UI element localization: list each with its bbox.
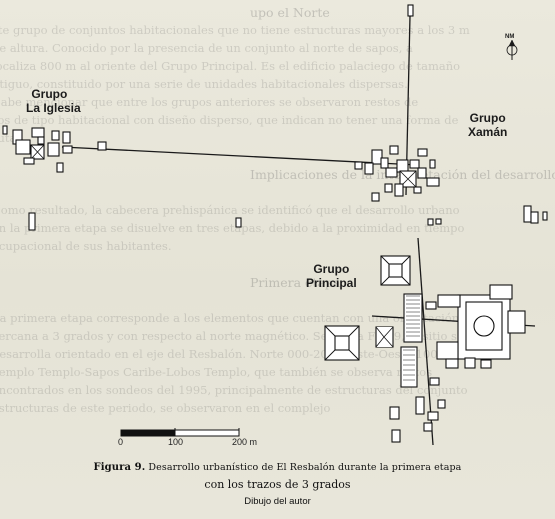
bleed-text-line: Como resultado, la cabecera prehispánica… <box>0 203 460 217</box>
bleed-text-line: localiza 800 m al oriente del Grupo Prin… <box>0 59 461 73</box>
principal-north-south-axis <box>417 237 434 446</box>
principal-structures <box>324 255 526 443</box>
isolated-structures <box>235 205 548 228</box>
scale-label-0: 0 <box>118 437 124 447</box>
group-label-xaman: Grupo Xamán <box>468 111 508 139</box>
figure-title: Desarrollo urbanístico de El Resbalón du… <box>148 462 462 473</box>
xaman-structures <box>354 4 440 202</box>
bleed-text-line: Templo Templo-Sapos Caribe-Lobos Templo,… <box>0 365 433 379</box>
scale-label-200: 200 m <box>232 437 258 447</box>
figure-caption-line2: con los trazos de 3 grados <box>204 478 351 491</box>
bleed-text-line: upo el Norte <box>250 5 330 20</box>
figure-caption-title: Figura 9. Desarrollo urbanístico de El R… <box>0 462 555 473</box>
bleed-text-line: ros de tipo habitacional con diseño disp… <box>0 113 459 127</box>
bleed-text-line: La primera etapa corresponde a los eleme… <box>0 311 460 325</box>
bleed-text-line: ste grupo de conjuntos habitacionales qu… <box>0 23 470 37</box>
east-west-axis <box>61 146 419 166</box>
bleed-text-line: ocupacional de sus habitantes. <box>0 239 172 253</box>
figure-credit: Dibujo del autor <box>244 496 311 507</box>
figure-number: Figura 9. <box>93 462 146 473</box>
north-arrow-label: NM <box>505 34 515 40</box>
group-label-la-iglesia: Grupo La Iglesia <box>26 87 81 115</box>
group-label-principal: Grupo Principal <box>306 262 357 290</box>
north-arrow-icon <box>506 39 518 60</box>
bleed-text-line: en la primera etapa se disuelve en tres … <box>0 221 465 235</box>
bleed-text-line: estructuras de este periodo, se observar… <box>0 401 331 415</box>
la-iglesia-structures <box>2 125 107 231</box>
bleed-text-line: encontrados en los sondeos del 1995, pri… <box>0 383 468 397</box>
bleed-text-line: Cabe mencionar que entre los grupos ante… <box>0 95 419 109</box>
scale-bar <box>120 428 240 437</box>
scale-label-100: 100 <box>168 437 184 447</box>
bleed-text-line: ntiguo, constituido por una serie de uni… <box>0 77 408 91</box>
bleed-text-line: Primera etapa <box>250 275 341 290</box>
bleed-text-line: de altura. Conocido por la presencia de … <box>0 41 413 55</box>
